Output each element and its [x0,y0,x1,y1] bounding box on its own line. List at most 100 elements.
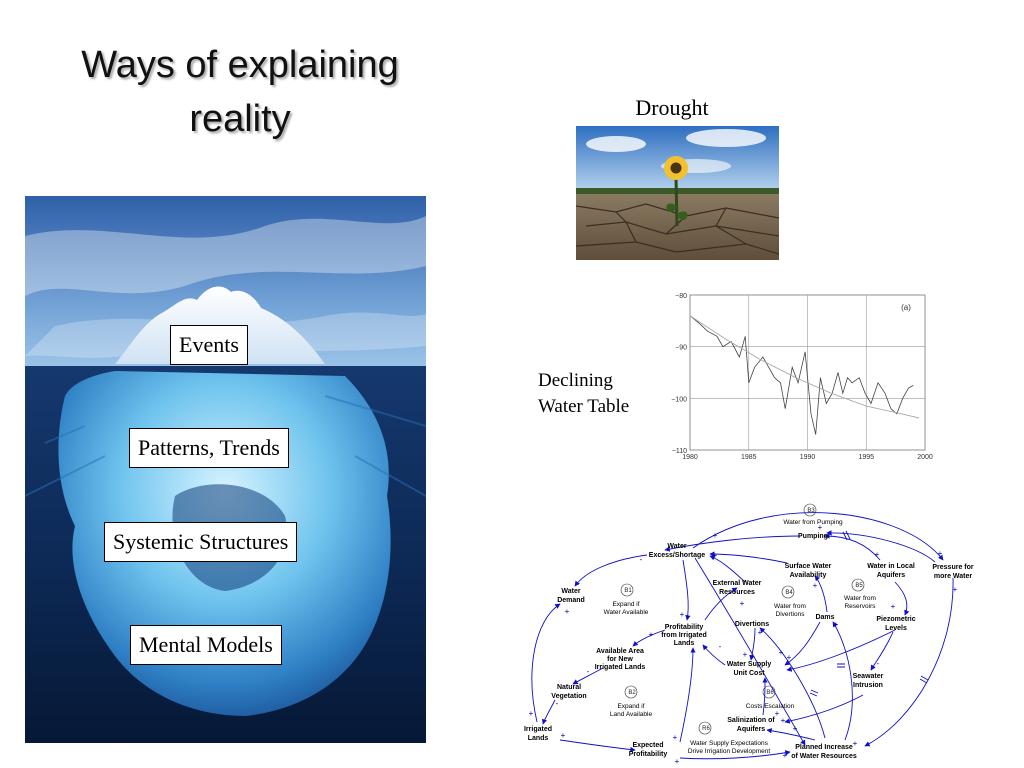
link-pressure-planned [864,577,954,747]
delay-mark-4 [837,663,845,668]
svg-text:+: + [740,599,745,608]
node-profit-2: from Irrigated [661,632,707,639]
node-irrigated-1: Irrigated [524,726,552,733]
node-pumping: Pumping [798,533,828,540]
chart-x-tick-label: 1990 [800,454,816,461]
svg-text:+: + [953,585,958,594]
water-table-label: Declining Water Table [538,368,629,420]
link-local-pumping [824,533,881,561]
chart-x-tick-label: 1995 [858,454,874,461]
link-irrigated-demand [531,603,561,723]
node-external-1: External Water [713,580,762,587]
loop-b6-label: Costs Escalation [746,703,795,710]
svg-text:+: + [853,739,858,748]
loop-b5: B5 Water from Reservoirs [844,578,876,610]
iceberg-level-mental-models: Mental Models [130,625,282,665]
node-piezo-2: Levels [885,625,907,632]
link-area-natveg [572,667,604,685]
node-planned-2: of Water Resources [791,753,857,760]
svg-text:+: + [787,653,792,662]
chart-y-tick-label: −100 [671,396,687,403]
delay-mark-2 [809,689,819,697]
loop-b3: B3 Water from Pumping [783,503,843,526]
loop-b5-label-1: Water from [844,595,876,602]
link-excess-planned [694,557,806,746]
svg-text:-: - [556,699,559,708]
loop-b4-id: B4 [785,590,793,596]
link-excess-profit [682,559,691,621]
chart-y-tick-label: −90 [675,345,687,352]
loop-b6-id: B6 [766,690,774,696]
link-local-piezo [894,581,910,616]
svg-text:+: + [783,751,788,760]
link-natveg-irrigated [541,699,556,725]
svg-text:-: - [877,659,880,668]
svg-text:+: + [675,757,680,766]
svg-text:-: - [719,642,722,651]
link-unitcost-profit [702,644,726,666]
link-profit-area [632,629,666,647]
loop-b6: B6 Costs Escalation [746,685,795,710]
node-seawater-1: Seawater [853,673,884,680]
chart-series-trend [689,315,920,419]
node-area-1: Available Area [596,648,644,655]
causal-loop-diagram: B3 Water from Pumping Pumping Water Exce… [524,503,974,766]
node-demand-2: Demand [557,597,585,604]
link-planned-dams [832,621,853,741]
loop-b1: B1 Expand if Water Available [604,583,649,616]
node-profit-1: Profitability [665,624,704,631]
water-table-label-line2: Water Table [538,396,630,417]
loop-b1-id: B1 [624,588,632,594]
loop-b4-label-2: Divertions [776,611,806,618]
link-piezo-unitcost [786,629,896,672]
chart-x-tick-label: 2000 [917,454,933,461]
node-local-1: Water in Local [867,563,915,570]
svg-text:+: + [793,724,798,733]
drought-title: Drought [635,95,709,120]
svg-text:+: + [649,630,654,639]
loop-r6: R6 Water Supply Expectations Drive Irrig… [688,721,770,755]
link-seawater-salin [784,694,864,724]
node-irrigated-2: Lands [528,735,549,742]
svg-text:+: + [561,731,566,740]
link-excess-pressure [692,512,944,561]
svg-text:+: + [758,628,763,637]
loop-b1-label-1: Expand if [612,601,639,608]
loop-b2-label-2: Land Available [610,711,653,718]
svg-text:+: + [938,549,943,558]
link-external-excess [709,555,746,583]
link-pumping-excess [664,535,801,552]
chart-annotation: (a) [901,303,911,312]
svg-text:+: + [834,620,839,629]
node-water-excess-2: Excess/Shortage [649,552,706,559]
link-dams-surface [814,575,828,613]
svg-text:+: + [680,610,685,619]
link-expected-profit [679,647,696,743]
node-surface-2: Availability [790,572,827,579]
loop-b5-id: B5 [855,583,863,589]
svg-text:+: + [713,531,718,540]
svg-text:+: + [743,650,748,659]
node-unitcost-2: Unit Cost [733,670,765,677]
node-pressure-2: more Water [934,573,973,580]
drought-photo [576,126,779,260]
loop-b4: B4 Water from Divertions [774,585,806,618]
loop-b2-label-1: Expand if [617,703,644,710]
link-planned-divertions [759,627,826,739]
loop-r6-id: R6 [702,726,710,732]
link-divertions-unitcost [749,627,756,661]
loop-r6-label-1: Water Supply Expectations [690,740,769,747]
iceberg-level-patterns: Patterns, Trends [129,428,289,468]
svg-text:+: + [529,709,534,718]
svg-text:+: + [781,716,786,725]
node-expected-2: Profitability [629,751,668,758]
node-salin-1: Salinization of [727,717,775,724]
node-seawater-2: Intrusion [853,682,883,689]
svg-text:+: + [673,733,678,742]
node-area-3: Irrigated Lands [595,664,646,671]
node-expected-1: Expected [632,742,663,749]
svg-text:+: + [775,709,780,718]
chart-series-observed [689,315,914,435]
link-excess-demand [574,554,648,587]
